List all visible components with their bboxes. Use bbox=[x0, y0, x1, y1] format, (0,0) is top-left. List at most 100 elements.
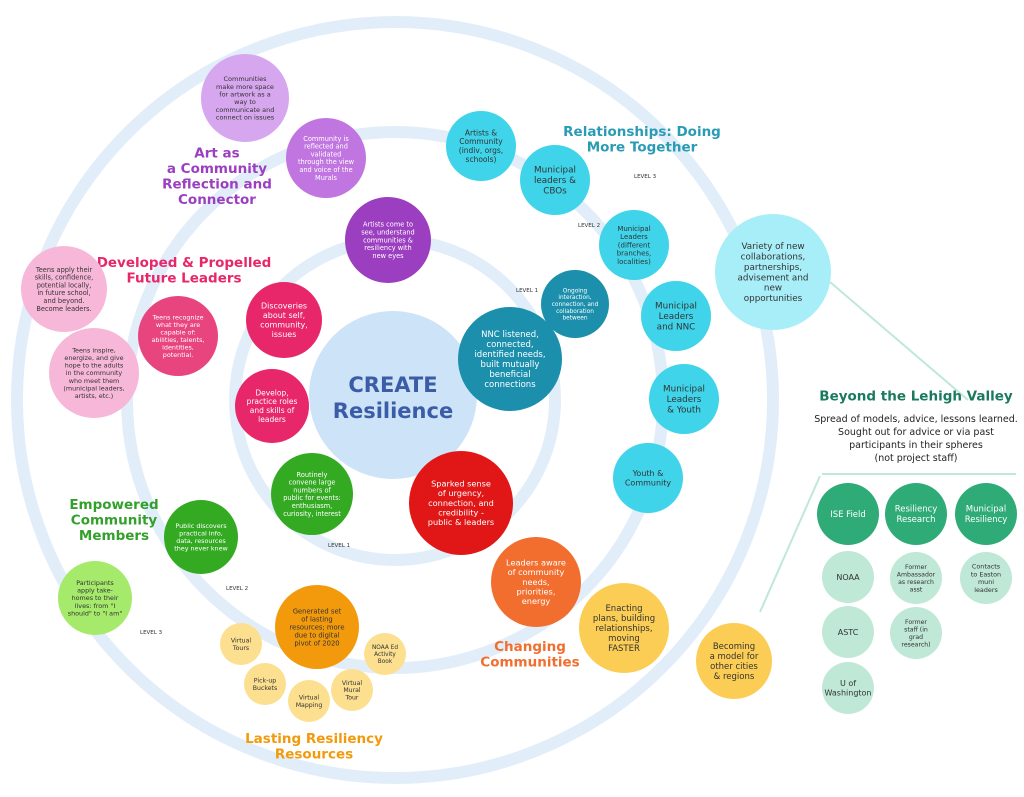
beyond-item-ise: ASTC bbox=[822, 606, 874, 658]
bubble-circle bbox=[58, 561, 132, 635]
bubble-circle bbox=[491, 537, 581, 627]
level-labels: LEVEL 1 LEVEL 2 LEVEL 3 LEVEL 1 LEVEL 2 … bbox=[140, 174, 657, 636]
bubble-circle bbox=[244, 663, 286, 705]
bubble-circle bbox=[409, 451, 513, 555]
beyond-title: Beyond the Lehigh Valley bbox=[819, 389, 1013, 405]
beyond-column-circle bbox=[817, 483, 879, 545]
bubble-circle bbox=[246, 282, 322, 358]
level-1-label-top: LEVEL 1 bbox=[516, 288, 538, 294]
connector-model bbox=[759, 475, 821, 613]
level-3-label-bottom: LEVEL 3 bbox=[140, 630, 163, 636]
level-1-label-bottom: LEVEL 1 bbox=[328, 543, 350, 549]
beyond-item-circle bbox=[890, 607, 942, 659]
center-title: CREATE bbox=[348, 373, 437, 397]
bubble-rel-artists: Artists &Community(indiv, orgs,schools) bbox=[446, 111, 516, 181]
bubble-circle bbox=[275, 585, 359, 669]
bubble-rel-youthcom: Youth &Community bbox=[613, 443, 683, 513]
bubble-text: NNC listened,connected,identified needs,… bbox=[474, 330, 545, 390]
beyond-item-circle bbox=[890, 552, 942, 604]
beyond-item-circle bbox=[822, 606, 874, 658]
bubble-circle bbox=[21, 246, 107, 332]
bubble-circle bbox=[235, 369, 309, 443]
beyond-item-label: ASTC bbox=[838, 628, 859, 637]
center-node: CREATE Resilience bbox=[309, 311, 477, 479]
bubble-circle bbox=[696, 623, 772, 699]
beyond-description: Spread of models, advice, lessons learne… bbox=[814, 414, 1018, 464]
bubble-text: Artists &Community(indiv, orgs,schools) bbox=[459, 128, 503, 164]
bubble-rel-l1: NNC listened,connected,identified needs,… bbox=[458, 307, 562, 411]
bubble-circle bbox=[649, 364, 719, 434]
beyond-column-label: ISE Field bbox=[830, 510, 866, 520]
bubble-circle bbox=[345, 197, 431, 283]
center-subtitle: Resilience bbox=[333, 399, 453, 423]
bubble-circle bbox=[49, 328, 139, 418]
bubble-circle bbox=[641, 281, 711, 351]
bubble-circle bbox=[138, 296, 218, 376]
level-2-label-bottom: LEVEL 2 bbox=[226, 586, 248, 592]
bubble-circle bbox=[613, 443, 683, 513]
bubble-circle bbox=[364, 633, 406, 675]
ring-level-3 bbox=[11, 16, 779, 784]
level-2-label-top: LEVEL 2 bbox=[578, 223, 600, 229]
bubble-circle bbox=[520, 145, 590, 215]
beyond-item-circle bbox=[822, 551, 874, 603]
bubble-text: Youth &Community bbox=[625, 469, 672, 487]
level-3-label-top: LEVEL 3 bbox=[634, 174, 657, 180]
bubble-circle bbox=[579, 583, 669, 673]
bubble-circle bbox=[164, 500, 238, 574]
bubble-circle bbox=[541, 270, 609, 338]
bubble-circle bbox=[599, 210, 669, 280]
